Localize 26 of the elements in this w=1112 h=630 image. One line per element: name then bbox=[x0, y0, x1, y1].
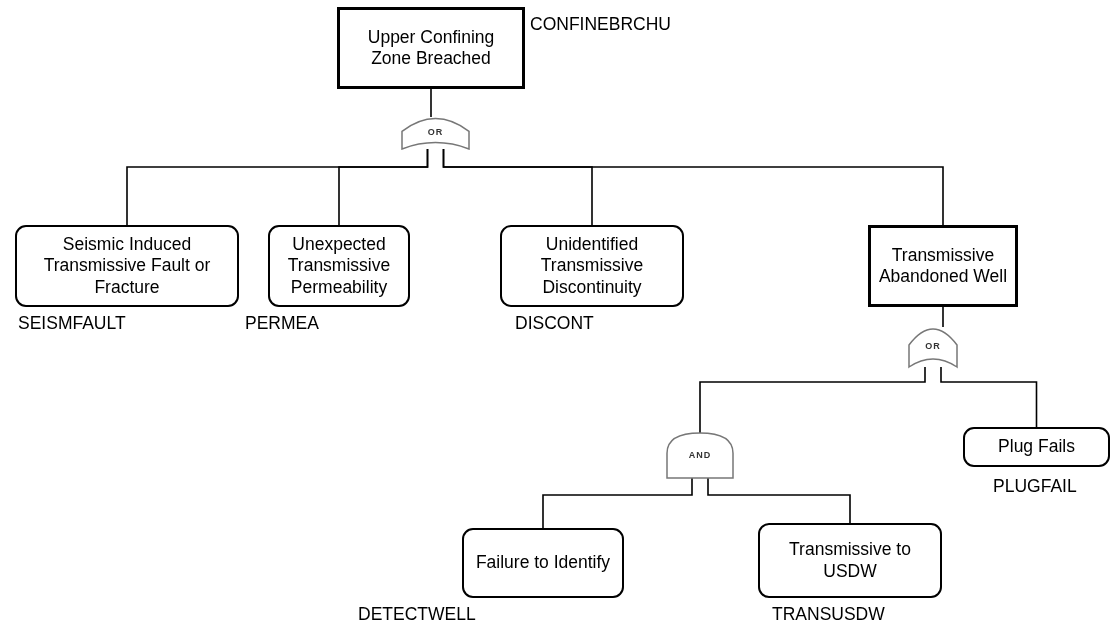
basic-event-box: Unexpected Transmissive Permeability bbox=[268, 225, 410, 307]
connector-line bbox=[338, 148, 429, 226]
or-gate: OR bbox=[402, 117, 469, 149]
connector-line bbox=[699, 366, 926, 434]
basic-event-box: Plug Fails bbox=[963, 427, 1110, 467]
event-code-label: PLUGFAIL bbox=[993, 476, 1077, 497]
event-code-label: TRANSUSDW bbox=[772, 604, 885, 625]
basic-event-box: Failure to Identify bbox=[462, 528, 624, 598]
event-box: Transmissive Abandoned Well bbox=[868, 225, 1018, 307]
connector-line bbox=[442, 148, 944, 226]
basic-event-box: Seismic Induced Transmissive Fault or Fracture bbox=[15, 225, 239, 307]
connector-line bbox=[940, 366, 1038, 428]
connector-line bbox=[942, 306, 944, 328]
or-gate: OR bbox=[909, 327, 957, 367]
and-gate: AND bbox=[667, 433, 733, 478]
event-code-label: SEISMFAULT bbox=[18, 313, 126, 334]
basic-event-box: Transmissive to USDW bbox=[758, 523, 942, 598]
event-code-label: PERMEA bbox=[245, 313, 319, 334]
event-code-label: CONFINEBRCHU bbox=[530, 14, 671, 35]
connector-line bbox=[707, 477, 851, 524]
basic-event-box: Unidentified Transmissive Discontinuity bbox=[500, 225, 684, 307]
event-code-label: DETECTWELL bbox=[358, 604, 476, 625]
connector-line bbox=[542, 477, 693, 529]
event-box: Upper Confining Zone Breached bbox=[337, 7, 525, 89]
event-code-label: DISCONT bbox=[515, 313, 594, 334]
connector-line bbox=[430, 88, 432, 118]
